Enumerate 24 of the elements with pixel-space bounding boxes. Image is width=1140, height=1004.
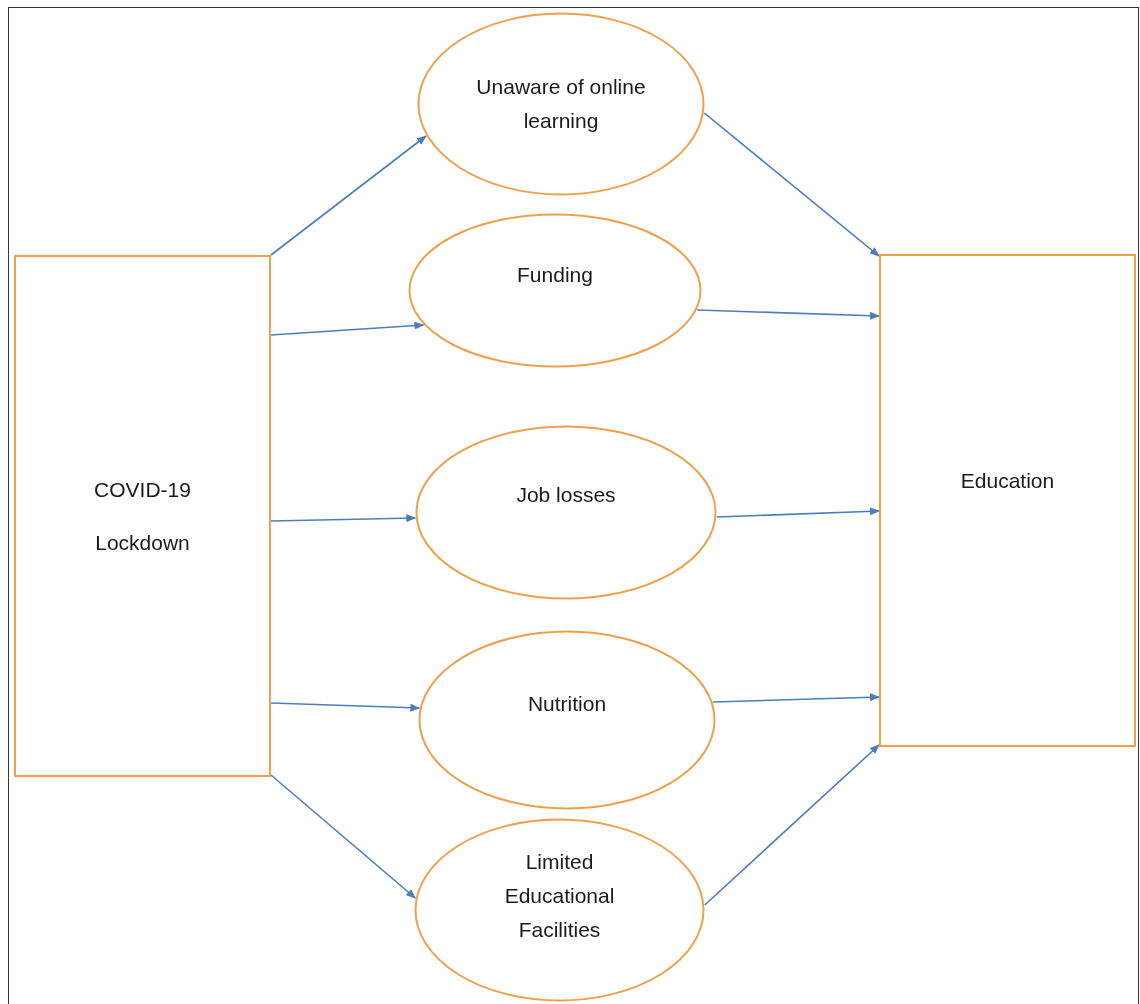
process-box	[14, 255, 271, 777]
node-label: Education	[959, 467, 1056, 494]
ellipse-node	[418, 630, 716, 810]
arrow	[270, 514, 417, 523]
ellipse-node	[414, 818, 705, 1002]
node-label: Nutrition	[526, 691, 608, 717]
ellipse-node	[408, 213, 702, 368]
arrow	[696, 309, 880, 320]
node-label: Funding	[516, 261, 594, 288]
arrow	[716, 507, 880, 518]
arrow	[712, 693, 880, 703]
node-label: Unaware of online learning	[475, 74, 647, 134]
arrow	[270, 135, 427, 256]
arrow	[270, 774, 417, 899]
node-label: Job losses	[515, 481, 617, 508]
arrow	[270, 702, 421, 712]
ellipse-node	[417, 12, 705, 196]
process-box	[879, 254, 1136, 747]
ellipse-node	[415, 425, 717, 600]
arrow	[703, 112, 880, 257]
node-label: Limited Educational Facilities	[503, 849, 616, 943]
arrow	[270, 321, 425, 336]
arrow	[704, 744, 880, 906]
node-label: COVID-19 Lockdown	[93, 477, 192, 556]
